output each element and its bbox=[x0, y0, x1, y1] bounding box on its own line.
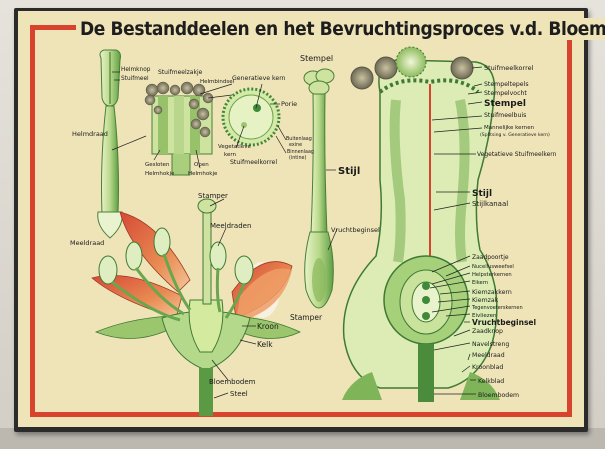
label-mannelijke-1: Mannelijke kernen bbox=[484, 125, 535, 131]
flower-drawing bbox=[91, 198, 301, 416]
label-kroonblad: Kroonblad bbox=[472, 364, 503, 371]
floor bbox=[0, 428, 605, 449]
label-kiemzakkern: Kiemzakkern bbox=[472, 289, 512, 296]
label-meeldraad-right: Meeldraad bbox=[472, 352, 505, 359]
label-stempelvocht: Stempelvocht bbox=[484, 90, 527, 97]
label-gesloten-2: Helmhokje bbox=[145, 171, 175, 177]
label-bloembodem-right: Bloembodem bbox=[478, 392, 519, 399]
label-vegetatieve-stuifmeelkern: Vegetatieve Stuifmeelkern bbox=[477, 151, 557, 158]
label-gesloten-1: Gesloten bbox=[145, 162, 170, 168]
label-stamper-mid: Stamper bbox=[290, 313, 323, 322]
label-eikern: Eikern bbox=[472, 280, 488, 286]
label-meeldraad-left: Meeldraad bbox=[70, 239, 104, 247]
pollen-grain bbox=[221, 87, 281, 147]
label-zaadknop: Zaadknop bbox=[472, 328, 503, 335]
label-porie: Porie bbox=[281, 100, 297, 108]
label-stuifmeelbuis: Stuifmeelbuis bbox=[484, 112, 526, 119]
label-binnenlaag-1: Binnenlaag bbox=[287, 149, 314, 155]
label-helmdraad: Helmdraad bbox=[72, 130, 108, 138]
label-tegenvoeterskernen: Tegenvoeterskernen bbox=[471, 305, 523, 311]
label-meeldraden: Meeldraden bbox=[210, 222, 251, 230]
label-open-1: Open bbox=[194, 162, 209, 168]
stamen-drawing bbox=[97, 49, 123, 239]
label-stuifmeelkorrel-right: Stuifmeelkorrel bbox=[484, 64, 534, 72]
poster-title: De Bestanddeelen en het Bevruchtingsproc… bbox=[76, 18, 605, 40]
label-helpsterkernen: Helpsterkernen bbox=[472, 272, 512, 278]
label-stuifmeelzakje: Stuifmeelzakje bbox=[158, 69, 203, 76]
label-kiemzak: Kiemzak bbox=[472, 297, 499, 304]
label-stijl-right: Stijl bbox=[472, 189, 492, 199]
label-vegetatieve-kern-1: Vegetatieve bbox=[218, 144, 251, 150]
label-vegetatieve-kern-2: kern bbox=[224, 152, 237, 158]
label-steel: Steel bbox=[230, 390, 248, 398]
label-stuifmeelkorrel-mid: Stuifmeelkorrel bbox=[230, 159, 277, 166]
labels: Helmknop Stuifmeel Helmdraad Meeldraad S… bbox=[70, 54, 557, 399]
label-generatieve-kern: Generatieve kern bbox=[232, 75, 286, 82]
pistil-drawing bbox=[303, 68, 335, 309]
label-mannelijke-2: (Splitsing v. Generatieve kern) bbox=[480, 132, 550, 138]
label-eivliezen: Eivliezen bbox=[472, 313, 497, 319]
label-navelstreng: Navelstreng bbox=[472, 341, 509, 348]
label-kelk-flower: Kelk bbox=[257, 340, 273, 349]
label-buitenlaag-1: Buitenlaag bbox=[286, 136, 312, 142]
label-stijlkanaal: Stijlkanaal bbox=[472, 200, 508, 208]
leader-lines bbox=[111, 66, 483, 399]
label-nucellusweefsel: Nucellusweefsel bbox=[472, 264, 514, 270]
label-kroon: Kroon bbox=[257, 322, 279, 331]
label-stempeltepels: Stempeltepels bbox=[484, 81, 529, 88]
label-stijl-mid: Stijl bbox=[338, 166, 360, 177]
label-helmknop: Helmknop bbox=[121, 67, 151, 73]
label-buitenlaag-2: exine bbox=[289, 142, 302, 148]
label-vruchtbeginsel-right: Vruchtbeginsel bbox=[472, 318, 536, 327]
label-stamper-flower: Stamper bbox=[198, 192, 228, 200]
label-stempel-mid: Stempel bbox=[300, 54, 333, 63]
label-vruchtbeginsel-mid: Vruchtbeginsel bbox=[331, 226, 380, 234]
label-kelkblad: Kelkblad bbox=[478, 378, 504, 385]
label-open-2: Helmhokje bbox=[188, 171, 218, 177]
fertilization-section bbox=[342, 46, 500, 402]
label-stuifmeel: Stuifmeel bbox=[121, 76, 149, 82]
label-bloembodem-flower: Bloembodem bbox=[209, 378, 256, 386]
label-helmbindsel: Helmbindsel bbox=[200, 79, 235, 85]
label-zaadpoortje: Zaadpoortje bbox=[472, 254, 509, 261]
label-stempel-right: Stempel bbox=[484, 99, 526, 109]
label-binnenlaag-2: (intine) bbox=[289, 155, 306, 161]
